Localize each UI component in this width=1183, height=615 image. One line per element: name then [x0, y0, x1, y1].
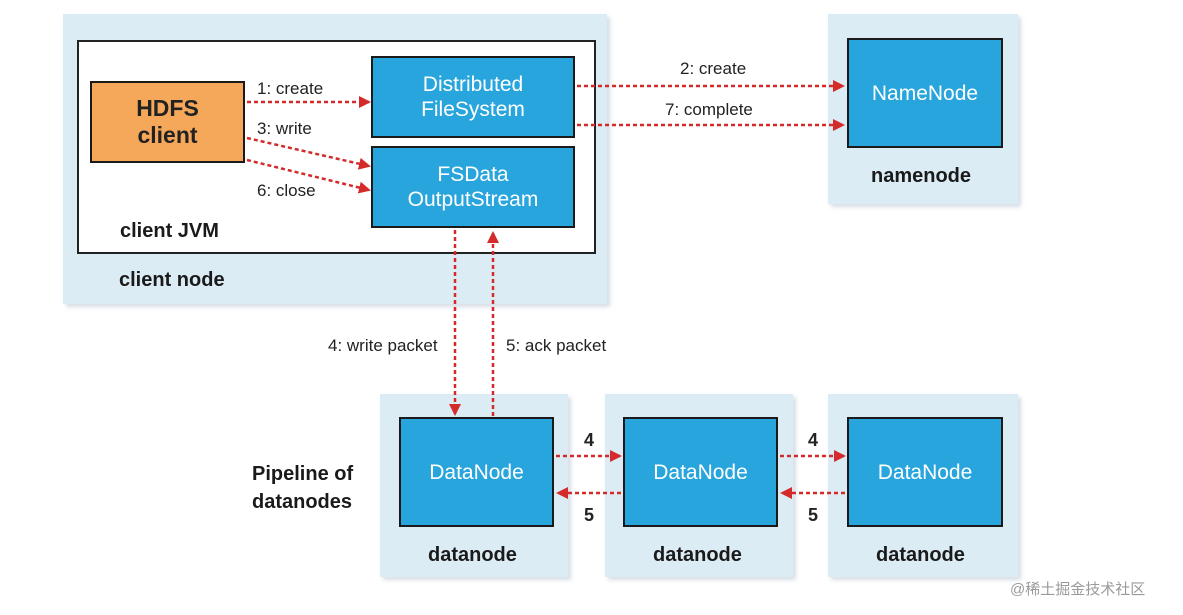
- edge-label-complete-7: 7: complete: [665, 100, 753, 119]
- edge-label-pipeline-4a: 4: [584, 430, 595, 450]
- namenode-label: namenode: [871, 165, 972, 187]
- edge-label-pipeline-5a: 5: [584, 505, 595, 525]
- namenode-box[interactable]: NameNode: [847, 38, 1003, 148]
- datanode-label-1: datanode: [428, 544, 517, 566]
- fsdata-outputstream-box[interactable]: FSData OutputStream: [371, 146, 575, 228]
- edge-label-ack-packet-5: 5: ack packet: [506, 336, 607, 355]
- hdfs-client-box[interactable]: HDFS client: [90, 81, 245, 163]
- distributed-filesystem-box[interactable]: Distributed FileSystem: [371, 56, 575, 138]
- datanode-box-3[interactable]: DataNode: [847, 417, 1003, 527]
- edge-label-pipeline-5b: 5: [808, 505, 819, 525]
- edge-label-close-6: 6: close: [257, 181, 316, 200]
- client-jvm-label: client JVM: [120, 220, 219, 242]
- datanode-box-1[interactable]: DataNode: [399, 417, 554, 527]
- pipeline-label: Pipeline of datanodes: [252, 463, 354, 513]
- datanode-label-2: datanode: [653, 544, 742, 566]
- datanode-label-3: datanode: [876, 544, 965, 566]
- arrow-write-3: [246, 136, 371, 170]
- client-node-label: client node: [119, 269, 225, 291]
- edge-label-create-1: 1: create: [257, 79, 324, 98]
- edge-label-create-2: 2: create: [680, 59, 747, 78]
- edge-label-pipeline-4b: 4: [808, 430, 819, 450]
- watermark: @稀土掘金技术社区: [1010, 581, 1146, 598]
- edge-label-write-3: 3: write: [257, 119, 312, 138]
- datanode-box-2[interactable]: DataNode: [623, 417, 778, 527]
- edge-label-write-packet-4: 4: write packet: [328, 336, 438, 355]
